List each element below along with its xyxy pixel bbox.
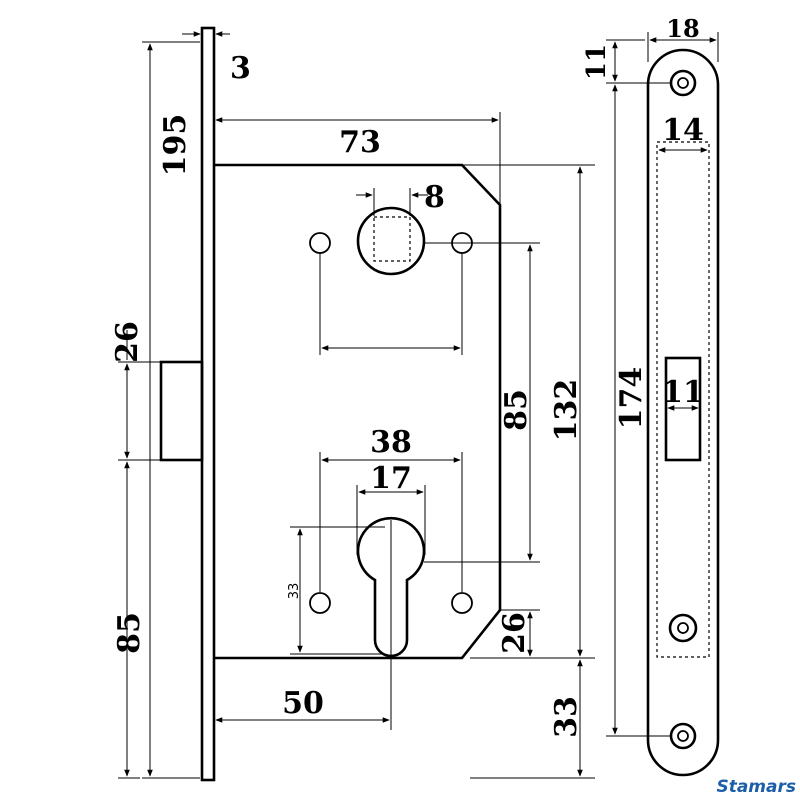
latch-bolt bbox=[159, 360, 204, 462]
strike-top-screw bbox=[669, 69, 697, 97]
dim-spindle-to-cylinder: 85 bbox=[499, 389, 534, 431]
dim-cylinder-width: 17 bbox=[370, 461, 412, 496]
dim-strike-top-offset: 11 bbox=[582, 44, 612, 80]
dim-spindle-square: 8 bbox=[424, 180, 445, 215]
spindle-hub bbox=[356, 206, 426, 276]
lock-case-outline bbox=[214, 163, 502, 660]
cylinder-profile bbox=[356, 516, 426, 658]
lower-left-hole bbox=[309, 592, 331, 614]
dim-latch-height: 26 bbox=[110, 321, 145, 363]
dimension-lines bbox=[118, 31, 719, 779]
lock-body-drawing bbox=[159, 26, 595, 782]
faceplate bbox=[200, 26, 216, 782]
strike-latch-hole bbox=[664, 356, 702, 462]
strike-middle-screw bbox=[668, 613, 698, 643]
upper-left-hole bbox=[309, 232, 331, 254]
dim-latch-to-bottom: 85 bbox=[112, 612, 147, 654]
strike-bottom-screw bbox=[669, 722, 697, 750]
dim-case-width: 73 bbox=[339, 125, 381, 160]
dim-cylinder-height: 33 bbox=[287, 583, 302, 600]
dim-backset: 50 bbox=[282, 686, 324, 721]
dim-strike-width: 18 bbox=[666, 14, 699, 43]
dim-hole-spacing-wide: 38 bbox=[370, 425, 412, 460]
dim-strike-slot-width: 14 bbox=[662, 113, 704, 148]
dimension-labels: 3 195 73 8 26 85 50 38 17 33 85 132 26 3… bbox=[110, 14, 704, 738]
lower-right-hole bbox=[451, 592, 473, 614]
dim-overall-height: 195 bbox=[158, 114, 193, 177]
dim-lower-chamfer: 26 bbox=[497, 612, 532, 654]
dim-faceplate-thickness: 3 bbox=[230, 51, 251, 86]
dim-bottom-extension: 33 bbox=[549, 696, 584, 738]
strike-plate-drawing bbox=[646, 48, 720, 777]
spindle-square bbox=[373, 216, 411, 262]
dim-strike-height: 174 bbox=[614, 367, 649, 430]
strike-slot bbox=[656, 141, 710, 658]
dim-case-height: 132 bbox=[549, 379, 584, 442]
strike-plate-outline bbox=[646, 48, 720, 777]
brand-watermark: Stamars bbox=[716, 777, 796, 797]
dim-strike-latch-hole: 11 bbox=[662, 375, 704, 410]
